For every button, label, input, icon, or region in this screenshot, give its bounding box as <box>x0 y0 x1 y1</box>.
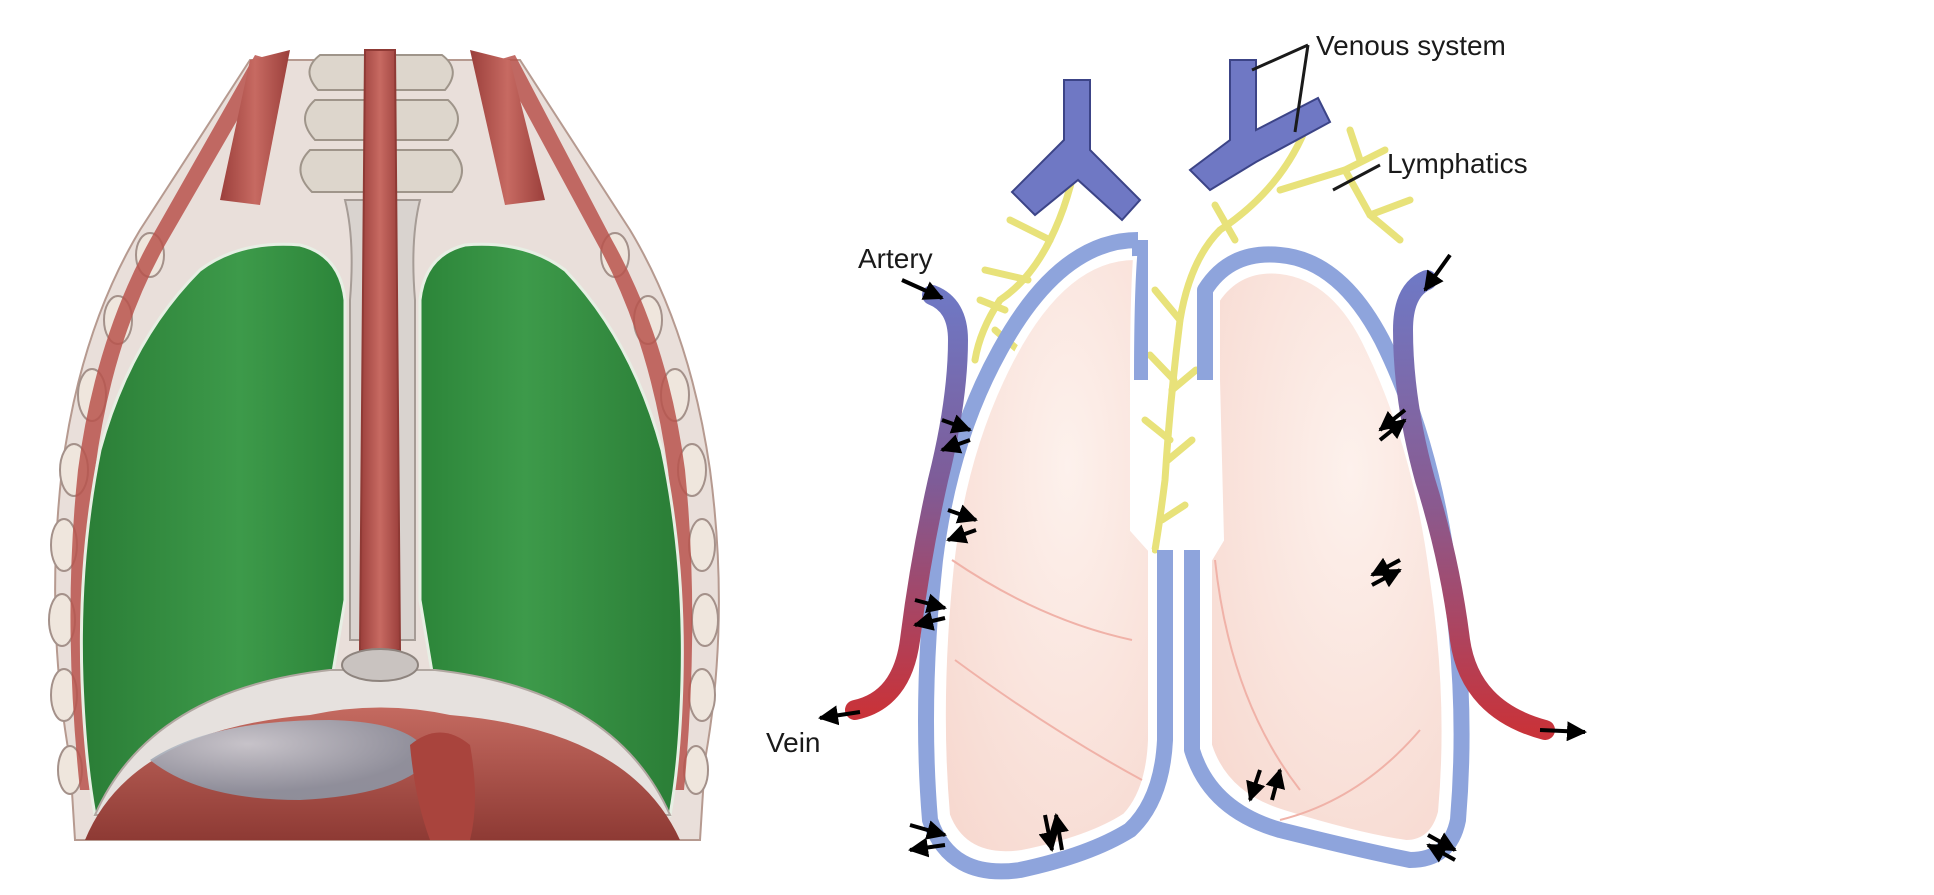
pleural-circulation-diagram: Venous system Lymphatics Artery Vein <box>760 0 1934 890</box>
left-brachiocephalic-vein <box>1010 79 1142 222</box>
thoracic-cavity-svg <box>48 49 720 841</box>
esophagus <box>358 49 402 651</box>
central-tendon <box>150 720 430 800</box>
thoracic-cavity-illustration <box>0 0 760 890</box>
left-systemic-vessel <box>845 285 969 720</box>
right-outflow-arrow <box>1539 721 1587 742</box>
left-parietal-pleura <box>918 232 1173 880</box>
right-inflow-arrow <box>1423 253 1452 292</box>
diaphragm-crus <box>410 732 475 840</box>
lymphatic-vessels <box>971 126 1414 554</box>
vein-arrow <box>818 705 861 726</box>
lymphatics-callout <box>1332 163 1381 192</box>
right-brachiocephalic-vein <box>1188 59 1332 192</box>
label-lymphatics: Lymphatics <box>1387 148 1528 179</box>
right-systemic-vessel <box>1392 270 1555 740</box>
venous-system <box>1010 59 1332 222</box>
label-artery: Artery <box>858 243 933 274</box>
pleural-circulation-svg: Venous system Lymphatics Artery Vein <box>766 30 1587 880</box>
artery-arrow <box>901 278 944 300</box>
esophageal-hiatus <box>341 648 419 682</box>
left-visceral-pleura <box>941 255 1152 856</box>
right-lung <box>1184 246 1470 868</box>
label-vein: Vein <box>766 727 821 758</box>
scalene-muscle-right <box>470 50 545 205</box>
label-venous-system: Venous system <box>1316 30 1506 61</box>
venous-callout <box>1251 43 1310 133</box>
flow-arrows <box>818 253 1587 863</box>
callout-lines <box>1251 43 1381 192</box>
scalene-muscle-left <box>220 50 290 205</box>
left-lung <box>918 232 1173 880</box>
